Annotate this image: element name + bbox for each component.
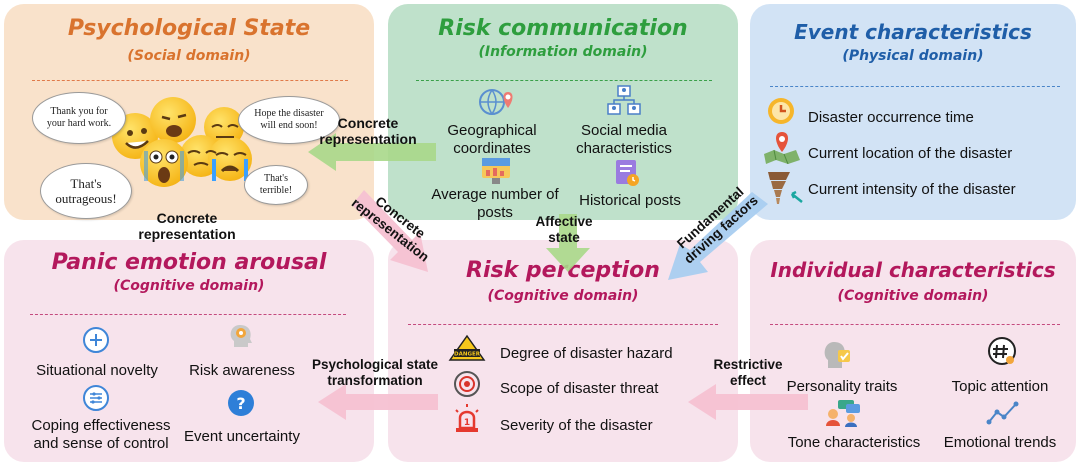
social-network-icon <box>607 85 641 115</box>
plus-circle-icon <box>83 327 109 353</box>
posts-chart-icon <box>482 158 510 184</box>
event-location: Current location of the disaster <box>808 145 1013 162</box>
brain-head-icon <box>230 325 252 347</box>
emoji-cluster <box>100 95 260 195</box>
target-icon <box>454 371 480 397</box>
panic-panel <box>4 240 374 462</box>
panic-uncertainty: Event uncertainty <box>184 428 300 445</box>
psych-title: Psychological State <box>67 16 311 41</box>
map-pin-icon <box>764 132 800 164</box>
svg-text:1: 1 <box>464 418 470 428</box>
tornado-icon <box>768 172 803 204</box>
panic-coping: Coping effectiveness and sense of contro… <box>31 417 171 452</box>
sliders-icon <box>83 385 109 411</box>
trend-line-icon <box>986 401 1019 425</box>
arrow-restrictive <box>688 384 808 420</box>
panic-divider <box>30 314 346 315</box>
perception-severity: Severity of the disaster <box>500 417 653 434</box>
event-time: Disaster occurrence time <box>808 109 974 126</box>
riskcomm-panel <box>388 4 738 220</box>
arrow-label-affective: Affective state <box>535 214 593 245</box>
riskcomm-subtitle: (Information domain) <box>478 44 648 60</box>
clock-icon <box>768 98 794 124</box>
bubble-terrible: That's terrible! <box>244 165 308 205</box>
psych-divider <box>32 80 348 81</box>
individual-title: Individual characteristics <box>770 258 1056 282</box>
bubble-thanks: Thank you for your hard work. <box>32 92 126 144</box>
riskcomm-avgposts: Average number of posts <box>431 186 559 221</box>
panic-title: Panic emotion arousal <box>51 250 327 275</box>
individual-tone: Tone characteristics <box>787 434 921 451</box>
arrow-concrete-diagonal <box>352 190 428 272</box>
individual-panel <box>750 240 1076 462</box>
psych-concrete-label: Concrete representation <box>138 210 236 242</box>
danger-sign-icon: DANGER <box>448 334 486 361</box>
arrow-affective-down <box>546 214 590 272</box>
event-title: Event characteristics <box>794 20 1032 44</box>
bubble-outrageous: That's outrageous! <box>40 163 132 219</box>
hashtag-icon <box>988 337 1016 365</box>
bubble-hope: Hope the disaster will end soon! <box>238 96 340 144</box>
alarm-icon: 1 <box>455 404 479 432</box>
arrow-concrete-horizontal <box>308 133 436 171</box>
riskcomm-social: Social media characteristics <box>576 122 672 157</box>
event-panel <box>750 4 1076 220</box>
arrow-label-concrete-top: Concrete representation <box>319 115 417 147</box>
event-subtitle: (Physical domain) <box>842 48 984 64</box>
perception-scope: Scope of disaster threat <box>500 380 659 397</box>
individual-divider <box>770 324 1060 325</box>
individual-emotional: Emotional trends <box>943 434 1057 451</box>
danger-sign-text: DANGER <box>454 352 481 358</box>
event-divider <box>770 86 1060 87</box>
riskcomm-geo: Geographical coordinates <box>447 122 537 157</box>
perception-divider <box>408 324 718 325</box>
globe-location-icon <box>479 89 513 115</box>
riskcomm-divider <box>416 80 712 81</box>
svg-text:?: ? <box>236 394 245 413</box>
panic-subtitle: (Cognitive domain) <box>113 278 265 294</box>
history-document-icon <box>616 160 639 186</box>
individual-topic: Topic attention <box>951 378 1049 395</box>
panic-novelty: Situational novelty <box>36 362 158 379</box>
panic-awareness: Risk awareness <box>189 362 295 379</box>
arrow-label-psych-transform: Psychological state transformation <box>311 357 439 388</box>
perception-hazard: Degree of disaster hazard <box>500 345 673 362</box>
individual-personality: Personality traits <box>786 378 898 395</box>
perception-subtitle: (Cognitive domain) <box>487 288 639 304</box>
riskcomm-title: Risk communication <box>438 16 688 41</box>
riskcomm-history: Historical posts <box>579 192 681 209</box>
individual-subtitle: (Cognitive domain) <box>837 288 989 304</box>
event-intensity: Current intensity of the disaster <box>808 181 1016 198</box>
conversation-icon <box>826 400 860 427</box>
psych-subtitle: (Social domain) <box>127 48 251 64</box>
arrow-fundamental <box>668 192 768 280</box>
arrow-label-restrictive: Restrictive effect <box>713 357 783 388</box>
arrow-psych-transform <box>318 384 438 420</box>
person-check-icon <box>824 342 850 368</box>
question-icon: ? <box>228 390 254 416</box>
